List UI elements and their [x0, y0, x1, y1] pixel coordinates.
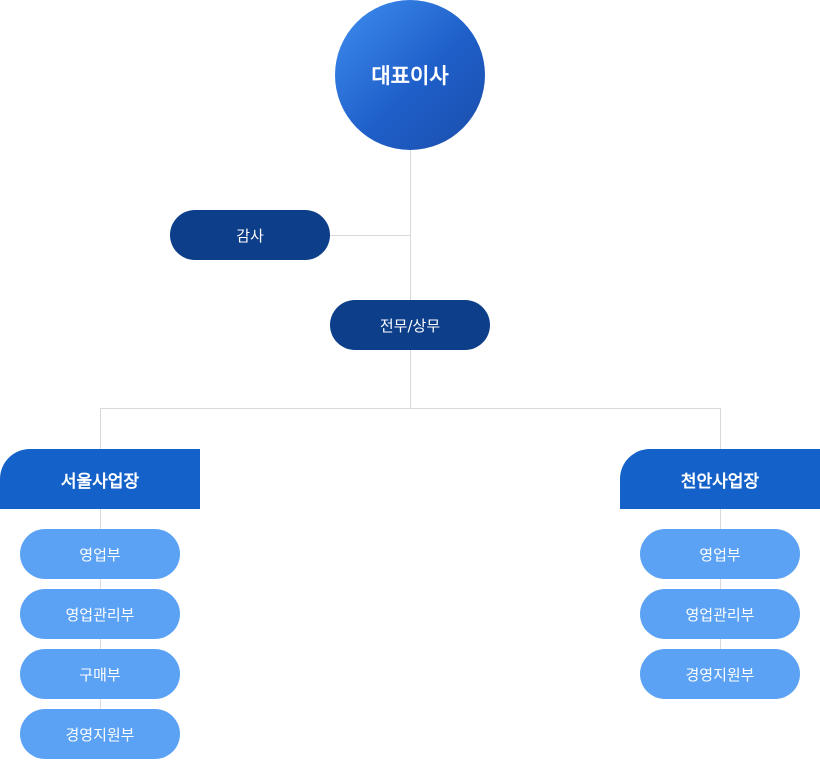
cheonan-site-header: 천안사업장	[620, 449, 820, 509]
cheonan-department-sales-management: 영업관리부	[640, 589, 800, 639]
department-label: 영업관리부	[65, 605, 135, 624]
connector-ceo-trunk	[410, 150, 411, 300]
audit-node: 감사	[170, 210, 330, 260]
connector-sites-horizontal	[100, 408, 721, 409]
cheonan-site-label: 천안사업장	[680, 471, 760, 492]
seoul-site-label: 서울사업장	[60, 471, 140, 492]
executive-label: 전무/상무	[379, 316, 441, 335]
connector-audit-branch	[330, 235, 410, 236]
ceo-node: 대표이사	[335, 0, 485, 150]
cheonan-department-management-support: 경영지원부	[640, 649, 800, 699]
connector-cheonan-drop	[720, 408, 721, 449]
seoul-department-sales-management: 영업관리부	[20, 589, 180, 639]
seoul-site-header: 서울사업장	[0, 449, 200, 509]
department-label: 구매부	[79, 665, 121, 684]
connector-executive-down	[410, 350, 411, 409]
cheonan-department-sales: 영업부	[640, 529, 800, 579]
department-label: 영업부	[699, 545, 741, 564]
department-label: 경영지원부	[65, 725, 135, 744]
department-label: 영업관리부	[685, 605, 755, 624]
ceo-label: 대표이사	[371, 64, 449, 88]
seoul-department-purchasing: 구매부	[20, 649, 180, 699]
seoul-department-management-support: 경영지원부	[20, 709, 180, 759]
connector-seoul-drop	[100, 408, 101, 449]
executive-node: 전무/상무	[330, 300, 490, 350]
audit-label: 감사	[236, 226, 264, 245]
seoul-department-sales: 영업부	[20, 529, 180, 579]
department-label: 영업부	[79, 545, 121, 564]
department-label: 경영지원부	[685, 665, 755, 684]
